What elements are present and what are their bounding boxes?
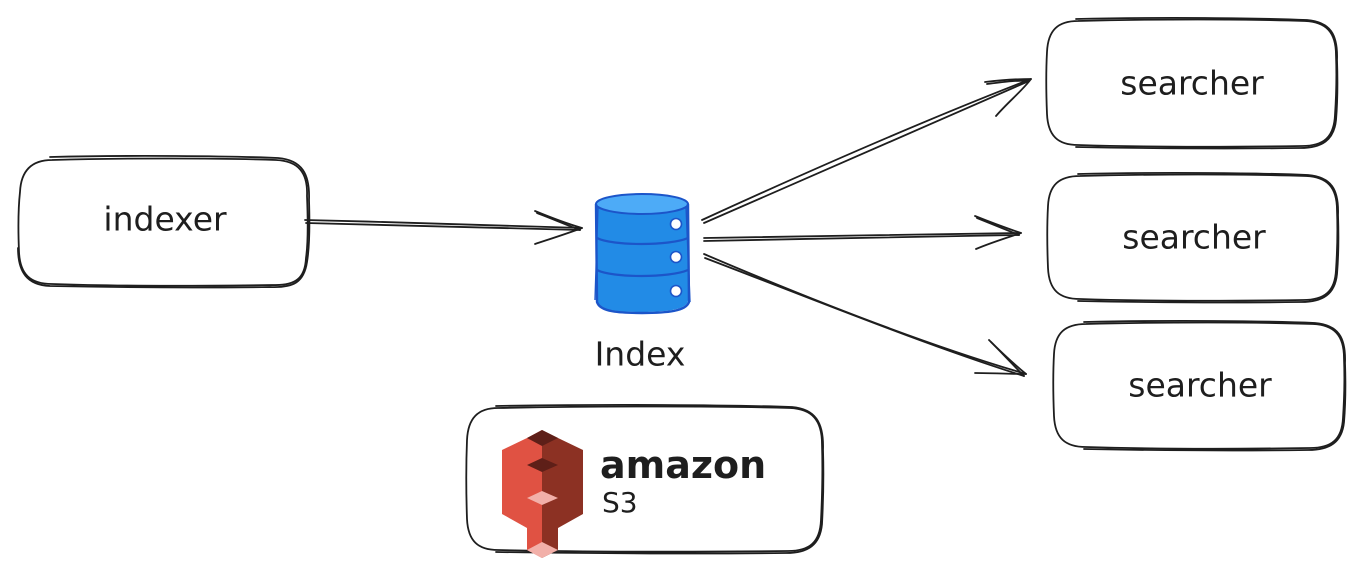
searcher-label-3: searcher <box>1128 366 1272 405</box>
s3-logo-block-top <box>527 458 558 472</box>
searcher-node-2[interactable]: searcher <box>1046 172 1340 304</box>
s3-logo-right-panel <box>558 438 583 528</box>
indexer-label: indexer <box>103 200 227 239</box>
s3-logo-block-left <box>527 472 542 498</box>
s3-logo-left-panel <box>502 438 527 528</box>
index-label: Index <box>595 335 686 374</box>
s3-logo-cap-top <box>527 430 558 446</box>
s3-logo-cap-bottom <box>527 542 558 558</box>
s3-logo-block-right <box>542 472 558 498</box>
database-icon <box>594 193 691 315</box>
searcher-label-1: searcher <box>1120 64 1264 103</box>
s3-logo-product-text: S3 <box>602 486 638 519</box>
searcher-label-2: searcher <box>1122 218 1266 257</box>
searcher-node-1[interactable]: searcher <box>1045 17 1339 150</box>
index-node[interactable]: Index <box>594 193 691 374</box>
arrow-index-to-searcher-1 <box>701 78 1032 224</box>
arrow-indexer-to-index <box>304 210 583 245</box>
arrow-index-to-searcher-3 <box>703 253 1027 377</box>
amazon-s3-logo: amazon S3 <box>502 430 766 558</box>
searcher-node-3[interactable]: searcher <box>1052 320 1347 452</box>
s3-logo-brand-text: amazon <box>600 443 766 487</box>
indexer-node[interactable]: indexer <box>17 155 311 289</box>
s3-logo-block-bottom <box>527 491 558 505</box>
arrow-index-to-searcher-2 <box>703 215 1022 250</box>
s3-storage-node[interactable]: amazon S3 <box>465 404 825 558</box>
